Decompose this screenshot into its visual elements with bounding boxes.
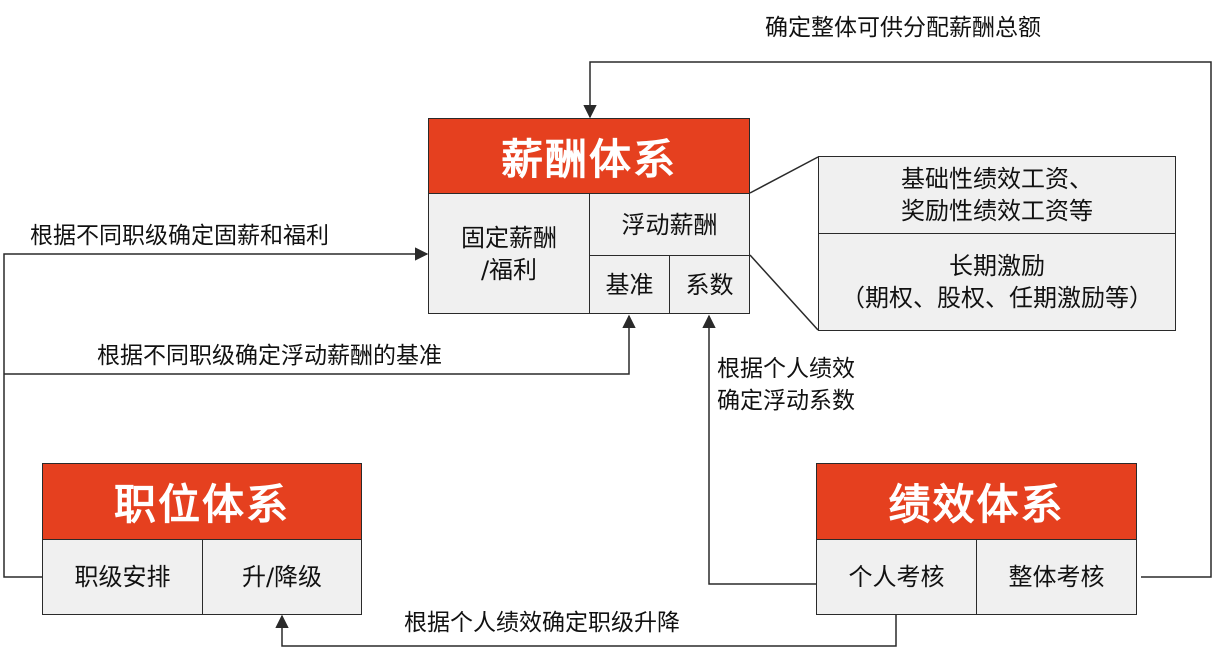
- performance-pay-cell: 基础性绩效工资、 奖励性绩效工资等: [818, 156, 1176, 234]
- connector-fixed-by-grade: [3, 247, 429, 578]
- position-system-box: 职位体系 职级安排 升/降级: [42, 463, 362, 615]
- connector-coefficient: [702, 314, 816, 585]
- salary-system-title: 薪酬体系: [428, 118, 750, 194]
- grade-arrangement-cell: 职级安排: [42, 539, 203, 615]
- label-total-salary: 确定整体可供分配薪酬总额: [765, 15, 1041, 41]
- position-system-title: 职位体系: [42, 463, 362, 540]
- incentive-details-box: 基础性绩效工资、 奖励性绩效工资等 长期激励 （期权、股权、任期激励等）: [818, 156, 1176, 331]
- performance-system-box: 绩效体系 个人考核 整体考核: [816, 463, 1137, 615]
- overall-review-cell: 整体考核: [976, 539, 1137, 615]
- connector-total-salary: [583, 61, 1212, 578]
- connector-grade-change: [275, 614, 897, 647]
- promotion-cell: 升/降级: [202, 539, 362, 615]
- label-floating-base-by-grade: 根据不同职级确定浮动薪酬的基准: [97, 343, 442, 369]
- label-fixed-by-grade: 根据不同职级确定固薪和福利: [30, 223, 329, 249]
- label-coefficient-by-perf: 根据个人绩效 确定浮动系数: [717, 353, 855, 417]
- callout-line-top: [749, 156, 819, 194]
- label-coefficient-line2: 确定浮动系数: [717, 388, 855, 414]
- connector-floating-base: [4, 314, 636, 375]
- performance-pay-line1: 基础性绩效工资、: [901, 165, 1093, 193]
- fixed-salary-label: 固定薪酬: [461, 223, 557, 252]
- floating-salary-cell: 浮动薪酬: [589, 193, 750, 256]
- fixed-salary-cell: 固定薪酬 /福利: [428, 193, 590, 314]
- salary-system-box: 薪酬体系 固定薪酬 /福利 浮动薪酬 基准 系数: [428, 118, 750, 314]
- long-term-incentive-cell: 长期激励 （期权、股权、任期激励等）: [818, 233, 1176, 331]
- label-grade-change-by-perf: 根据个人绩效确定职级升降: [404, 610, 680, 636]
- coefficient-cell: 系数: [669, 255, 750, 314]
- label-coefficient-line1: 根据个人绩效: [717, 356, 855, 382]
- performance-pay-line2: 奖励性绩效工资等: [901, 197, 1093, 225]
- callout-line-bottom: [749, 254, 819, 331]
- long-term-line2: （期权、股权、任期激励等）: [841, 284, 1153, 312]
- welfare-label: /福利: [480, 255, 538, 284]
- individual-review-cell: 个人考核: [816, 539, 977, 615]
- performance-system-title: 绩效体系: [816, 463, 1137, 540]
- base-cell: 基准: [589, 255, 670, 314]
- long-term-line1: 长期激励: [949, 252, 1045, 280]
